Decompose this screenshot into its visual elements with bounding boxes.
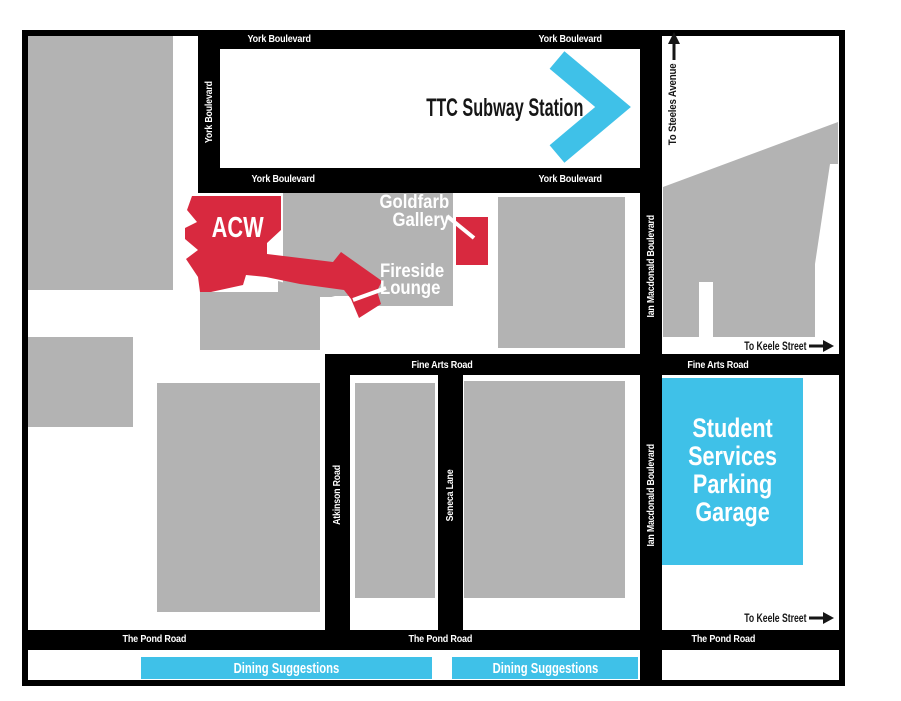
road-label-york-boulevard-vertical: York Boulevard <box>203 81 215 144</box>
road-label-atkinson-road: Atkinson Road <box>332 464 343 525</box>
road-seneca <box>438 354 463 650</box>
to-steeles-avenue-label: To Steeles Avenue <box>667 63 679 145</box>
building <box>157 383 320 612</box>
building <box>28 337 133 427</box>
road-ian-macdonald-boulevard <box>640 30 662 682</box>
building <box>464 381 625 598</box>
road-pond-right <box>662 630 842 650</box>
dining-suggestions-label: Dining Suggestions <box>492 659 598 677</box>
road-label-fine-arts-road: Fine Arts Road <box>686 360 749 371</box>
building <box>498 197 625 348</box>
road-york-boulevard-bottom <box>198 168 662 193</box>
road-label-fine-arts-road: Fine Arts Road <box>410 360 473 371</box>
student-services-parking-garage <box>662 378 803 565</box>
ttc-subway-station-label: TTC Subway Station <box>426 93 584 122</box>
dining-suggestions-banner: Dining Suggestions <box>141 657 432 679</box>
goldfarb-gallery-label: Goldfarb Gallery <box>379 192 449 231</box>
road-fine-arts-left <box>325 354 640 375</box>
to-keele-street-label: To Keele Street <box>743 611 806 625</box>
to-keele-street-label: To Keele Street <box>743 339 806 353</box>
road-atkinson <box>325 354 350 650</box>
road-label-the-pond-road: The Pond Road <box>408 634 472 645</box>
road-label-the-pond-road: The Pond Road <box>122 634 186 645</box>
building-accolade-lower <box>368 296 453 306</box>
road-label-seneca-lane: Seneca Lane <box>445 469 456 522</box>
fireside-lounge-label: Fireside Lounge <box>380 261 445 299</box>
building <box>355 383 435 598</box>
road-pond-left <box>26 630 640 650</box>
road-label-york-boulevard: York Boulevard <box>251 173 315 185</box>
road-label-york-boulevard: York Boulevard <box>247 33 311 45</box>
dining-suggestions-label: Dining Suggestions <box>233 659 340 677</box>
road-fine-arts-right <box>662 354 842 375</box>
road-york-boulevard-top <box>198 30 662 49</box>
dining-suggestions-banner: Dining Suggestions <box>452 657 638 679</box>
road-label-york-boulevard: York Boulevard <box>538 173 602 185</box>
road-label-the-pond-road: The Pond Road <box>691 634 755 645</box>
road-label-york-boulevard: York Boulevard <box>538 33 602 45</box>
building <box>28 36 173 290</box>
parking-garage-label: Student Services Parking Garage <box>688 413 777 527</box>
road-label-ian-macdonald-boulevard: Ian Macdonald Boulevard <box>645 214 657 318</box>
acw-label: ACW <box>212 211 264 244</box>
road-york-boulevard-left <box>198 30 220 193</box>
building <box>200 292 320 350</box>
goldfarb-gallery-highlight <box>456 217 488 265</box>
road-label-ian-macdonald-boulevard: Ian Macdonald Boulevard <box>645 443 657 547</box>
